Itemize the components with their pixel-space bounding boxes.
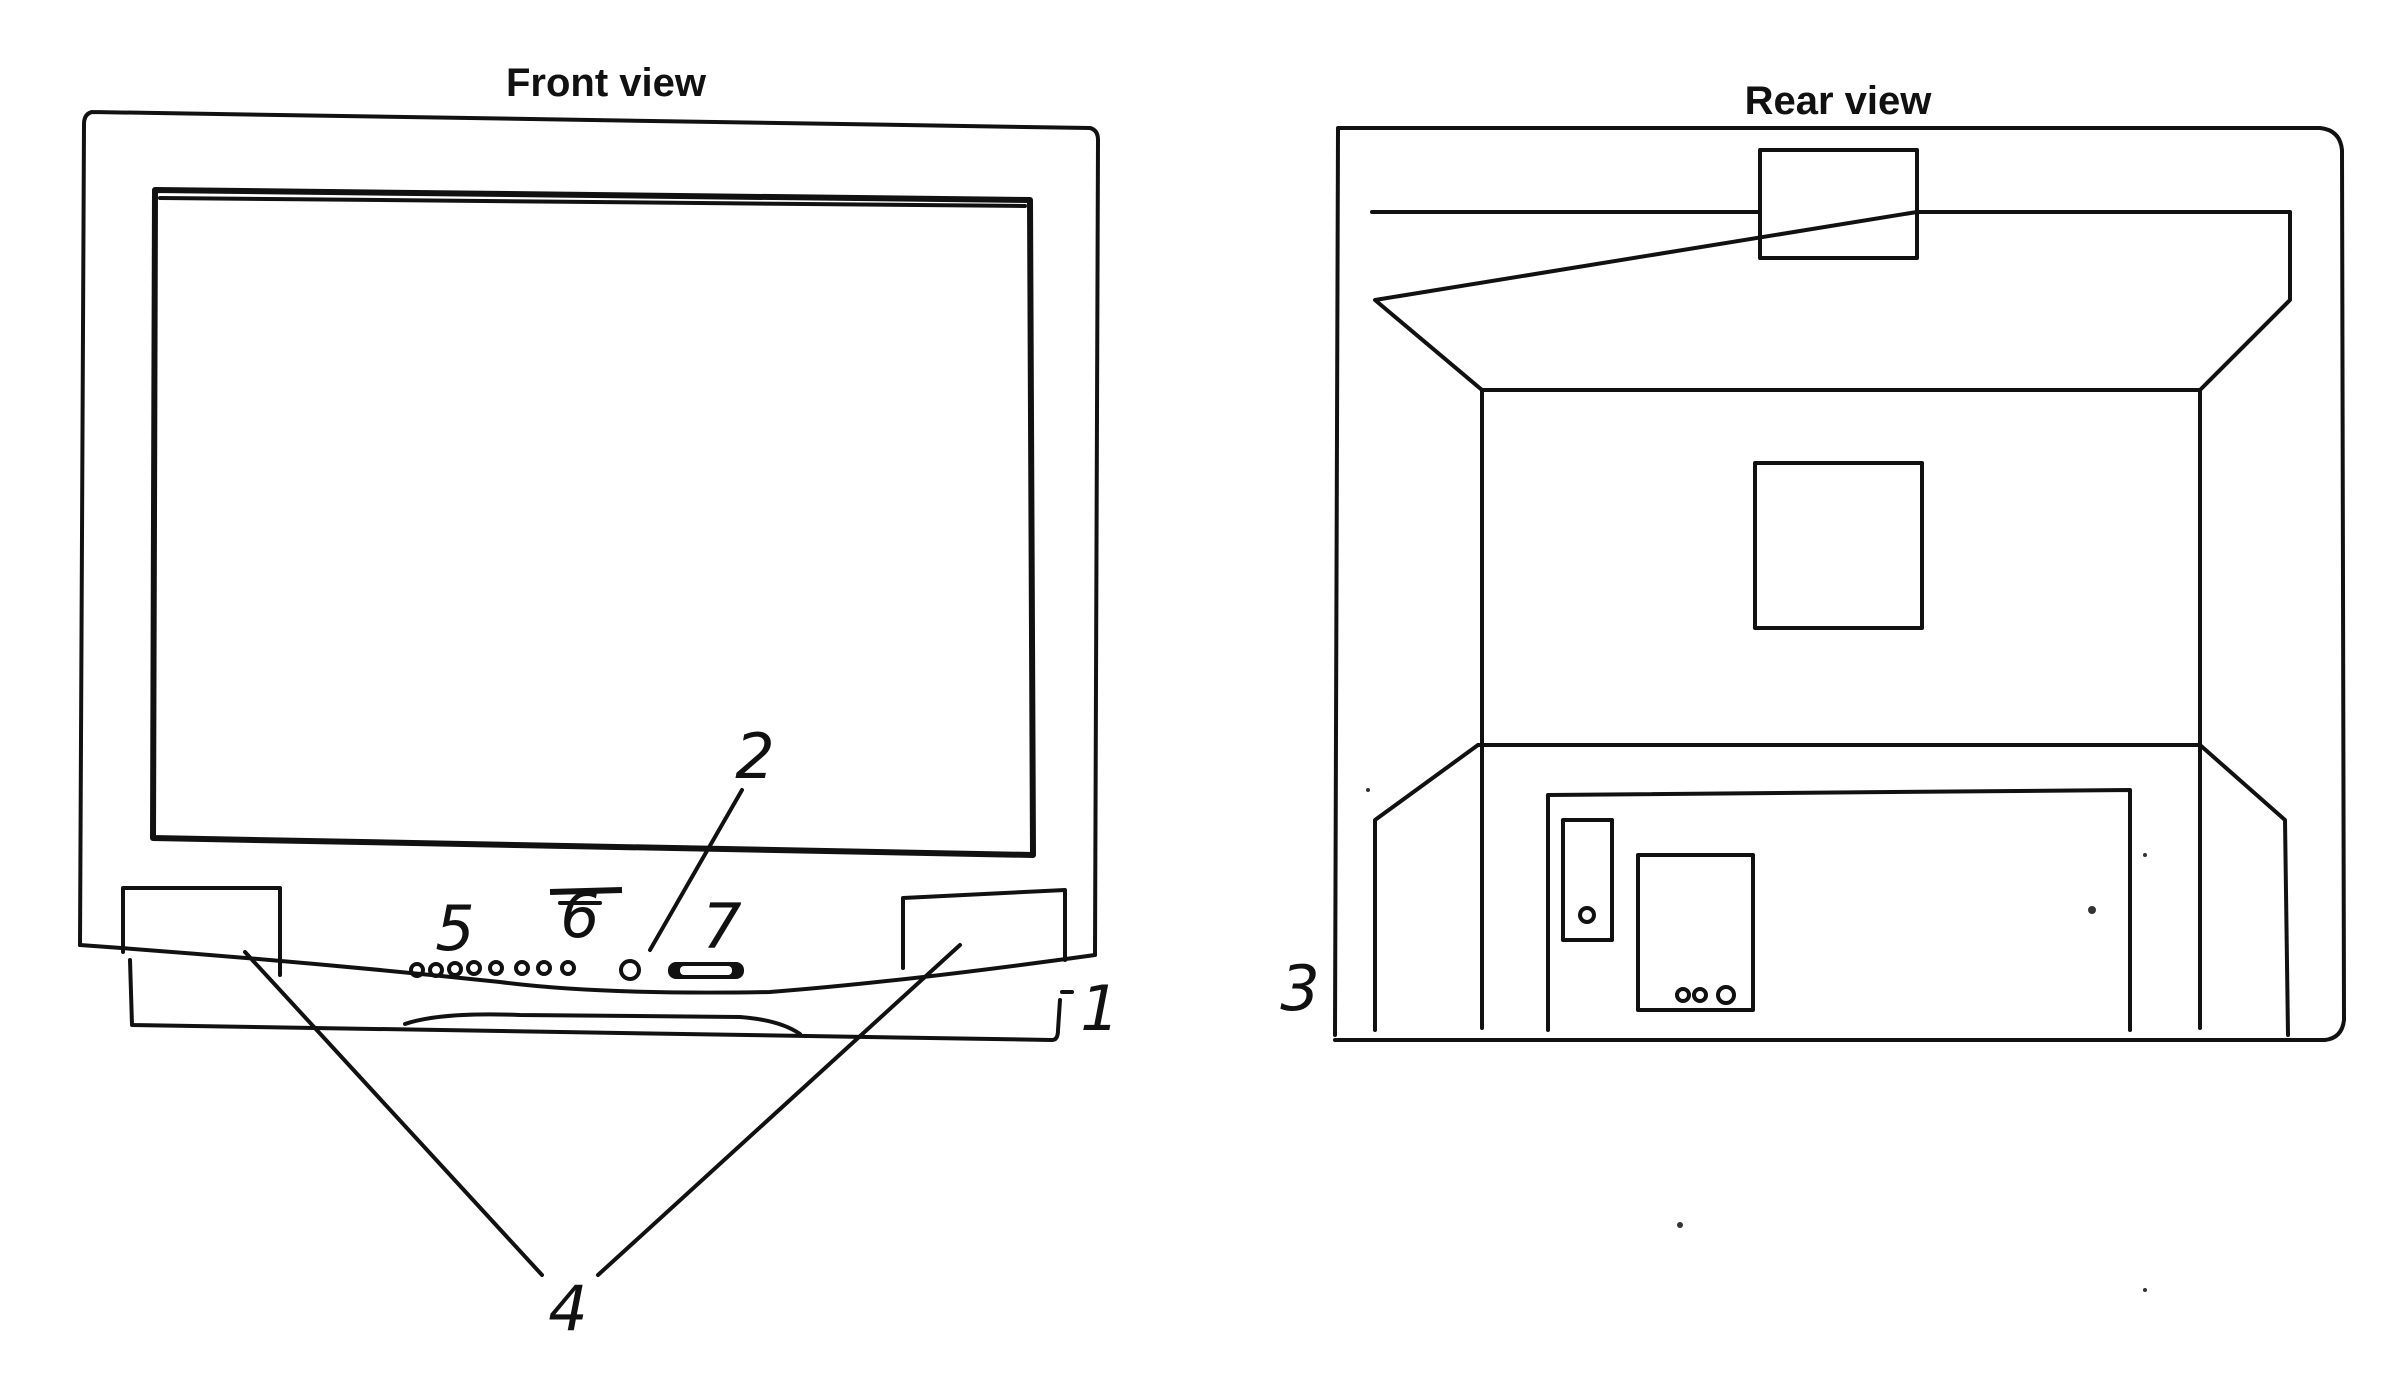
front-slot-above-6 [549,887,623,895]
callout-2: 2 [735,720,774,793]
power-indicator [619,959,641,981]
scan-speck-3 [1677,1222,1683,1228]
rear-cabinet-outline [1333,126,2346,1042]
rear-io-connector-2 [1692,987,1708,1003]
scan-speck-1 [2088,906,2096,914]
control-button-4 [466,960,482,976]
rear-view-title: Rear view [1745,79,1933,123]
rear-lower-panel [1373,743,2290,1037]
leader-line-4-left [243,950,544,1277]
front-right-speaker [901,888,1067,970]
callout-6: 6 [560,879,599,952]
front-screen [150,187,1036,858]
callout-1: 1 [1080,972,1119,1045]
control-button-8 [560,960,576,976]
front-switch-bar-slot [680,966,732,975]
control-button-6 [514,960,530,976]
rear-io-connectors [1675,985,1736,1005]
rear-io-connector-3 [1716,985,1736,1005]
front-base [128,958,1062,1042]
rear-view: Rear view 3 [1280,79,2346,1292]
rear-top-vent [1758,148,1919,260]
rear-center-square [1753,461,1924,630]
callout-7: 7 [702,890,741,963]
rear-io-panel [1636,853,1755,1012]
control-button-5 [488,960,504,976]
control-button-7 [536,960,552,976]
front-cabinet-outline [78,110,1100,957]
rear-io-connector-1 [1675,987,1691,1003]
leader-line-4-right [596,943,962,1277]
rear-upper-panel [1370,210,2292,392]
front-view: Front view 5 6 [78,61,1120,1345]
scan-speck-5 [1366,788,1370,792]
front-left-speaker [121,886,282,977]
rear-middle-body [1480,388,2202,1030]
front-lower-panel-curve [78,943,1097,995]
callout-3: 3 [1280,952,1319,1025]
front-screen-inner-edge [158,196,1027,208]
callout-4: 4 [548,1272,587,1345]
front-base-stand [403,1012,802,1036]
control-button-1 [409,962,425,978]
front-view-title: Front view [506,61,707,105]
control-button-2 [428,962,444,978]
rear-jack-connector [1578,906,1596,924]
front-control-buttons [409,959,744,981]
callout-5: 5 [435,892,474,965]
leader-line-2 [648,788,744,952]
rear-connection-panel [1546,788,2132,1032]
scan-speck-4 [2143,1288,2147,1292]
rear-jack-column [1561,818,1614,942]
scan-speck-2 [2143,853,2147,857]
control-button-3 [447,961,463,977]
